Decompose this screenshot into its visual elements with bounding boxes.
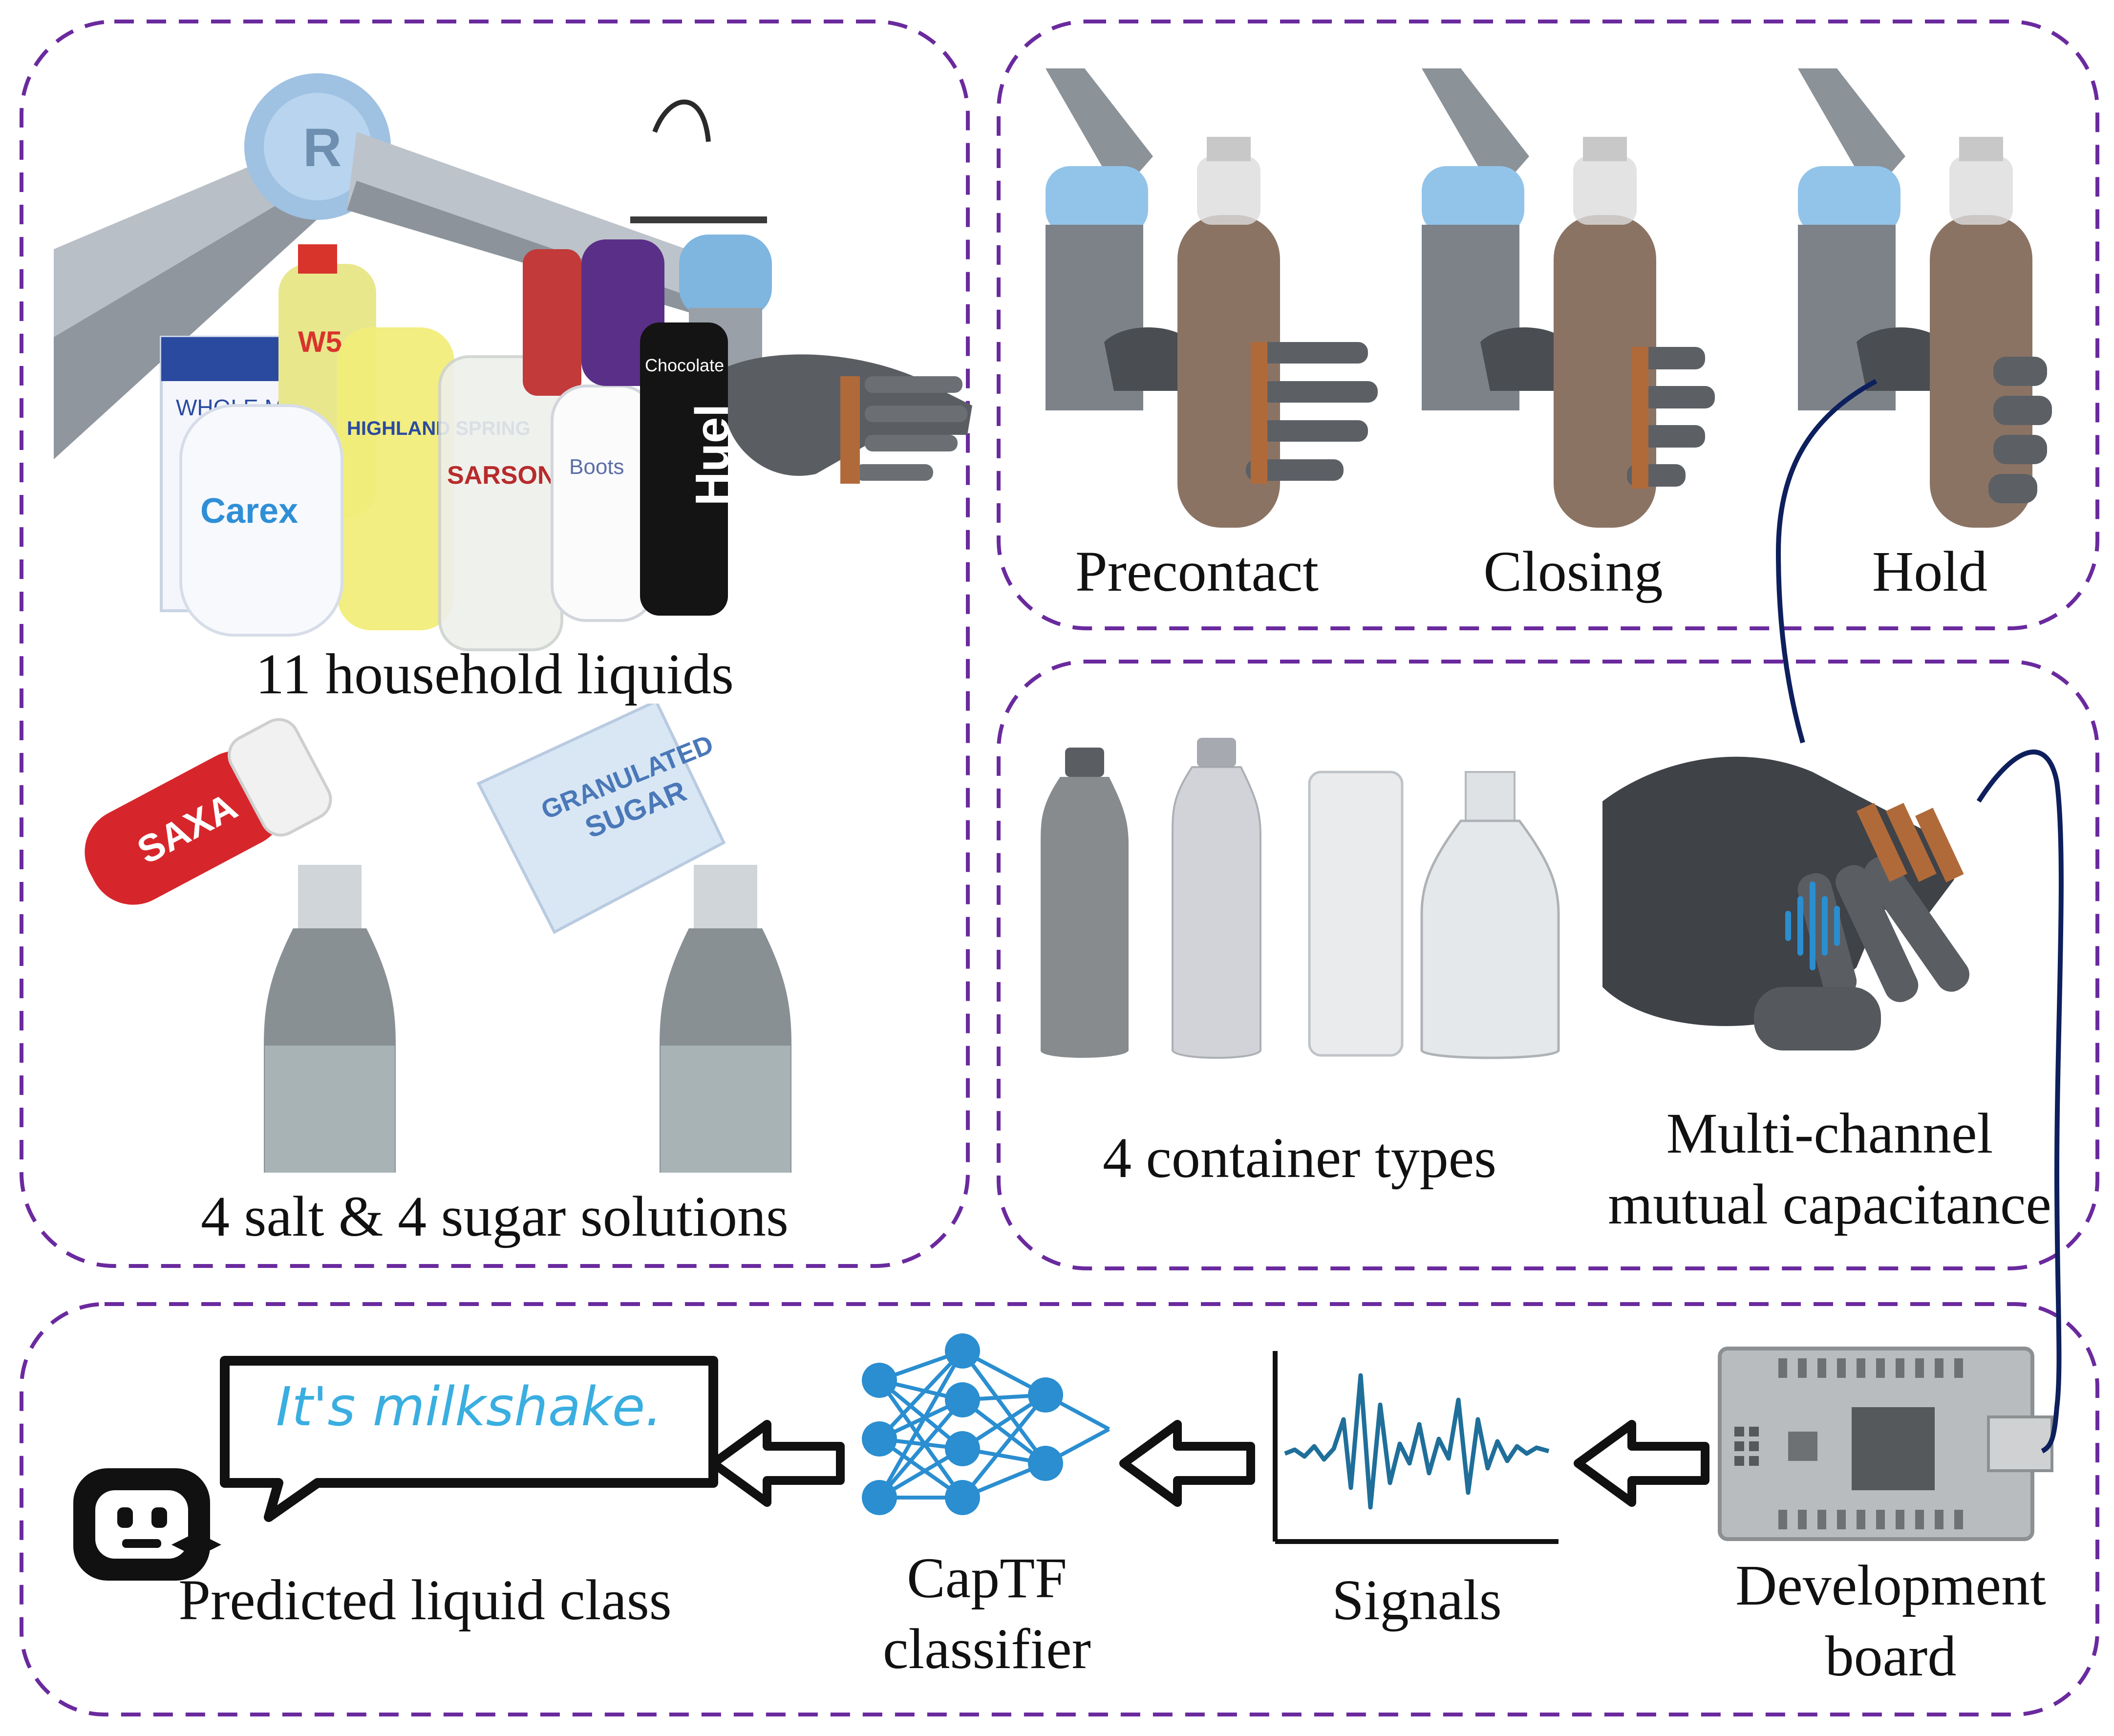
speech-text: It's milkshake.	[276, 1375, 662, 1438]
svg-text:Boots: Boots	[569, 455, 624, 479]
svg-text:Chocolate: Chocolate	[645, 355, 724, 375]
dashed-frame	[997, 20, 2099, 630]
stage-label-hold: Hold	[1872, 539, 1987, 603]
speech-bubble-icon	[220, 1356, 718, 1522]
svg-text:R: R	[303, 118, 342, 178]
panel-containers-sensor: 4 container types Multi-channel mutual c…	[997, 660, 2099, 1270]
dashed-frame	[20, 20, 970, 1268]
board-label-line1: Development	[1735, 1553, 2046, 1617]
container-types-illustration	[1041, 738, 1560, 1059]
container-glass-bottle-icon	[1420, 771, 1560, 1059]
sensor-label-line1: Multi-channel	[1666, 1101, 1993, 1165]
predicted-liquid-class-label: Predicted liquid class	[178, 1568, 672, 1632]
svg-text:Huel: Huel	[686, 404, 738, 506]
left-arrow-icon	[709, 1420, 845, 1507]
svg-text:Carex: Carex	[200, 492, 298, 531]
household-liquids-label: 11 household liquids	[256, 642, 734, 706]
salt-container-icon: SAXA	[85, 718, 332, 905]
solution-bottle-icon	[660, 865, 791, 1173]
robot-arm-with-bottles-illustration: R WHOLE MILK W5 HIGHLAND SPRING	[54, 73, 972, 651]
container-types-label: 4 container types	[1102, 1126, 1497, 1190]
development-board-icon	[1718, 1347, 2053, 1541]
grasp-stage-closing-illustration	[1422, 68, 1715, 528]
signals-label: Signals	[1332, 1568, 1502, 1632]
dashed-frame	[997, 660, 2099, 1270]
stage-label-precontact: Precontact	[1075, 539, 1319, 603]
container-plastic-bottle-icon	[1172, 738, 1261, 1059]
grasp-stage-precontact-illustration	[1046, 68, 1378, 528]
container-pet-bottle-icon	[1041, 748, 1129, 1058]
robot-assistant-icon	[73, 1468, 221, 1581]
svg-text:W5: W5	[298, 325, 342, 358]
salt-sugar-solutions-illustration: SAXA GRANULATED SUGAR	[85, 704, 791, 1173]
board-label-line2: board	[1825, 1624, 1957, 1688]
sugar-bag-icon: GRANULATED SUGAR	[476, 704, 726, 934]
neural-network-icon	[862, 1333, 1110, 1515]
salt-sugar-solutions-label: 4 salt & 4 sugar solutions	[201, 1184, 789, 1248]
signal-plot-icon	[1273, 1351, 1559, 1544]
solution-bottle-icon	[264, 865, 396, 1173]
grasp-stage-hold-illustration	[1798, 68, 2052, 528]
stage-label-closing: Closing	[1483, 539, 1663, 603]
container-glass-cylinder-icon	[1308, 771, 1404, 1057]
bottle-group: WHOLE MILK W5 HIGHLAND SPRING Carex SARS…	[160, 239, 738, 651]
sensor-hand-illustration	[1602, 756, 1969, 1050]
left-arrow-icon	[1574, 1420, 1709, 1507]
sensor-label-line2: mutual capacitance	[1608, 1172, 2051, 1236]
panel-grasp-stages: Precontact Closing Hold	[997, 20, 2099, 630]
signal-wave-icon	[1785, 881, 1840, 970]
prosthetic-hand-icon	[728, 354, 972, 484]
left-arrow-icon	[1119, 1420, 1255, 1507]
dashed-frame	[20, 1302, 2099, 1716]
panel-pipeline: It's milkshake. Predicted liquid class C…	[20, 1302, 2099, 1716]
panel-household-liquids: R WHOLE MILK W5 HIGHLAND SPRING	[20, 20, 972, 1268]
classifier-label-line2: classifier	[883, 1617, 1091, 1681]
classifier-label-line1: CapTF	[907, 1546, 1067, 1610]
